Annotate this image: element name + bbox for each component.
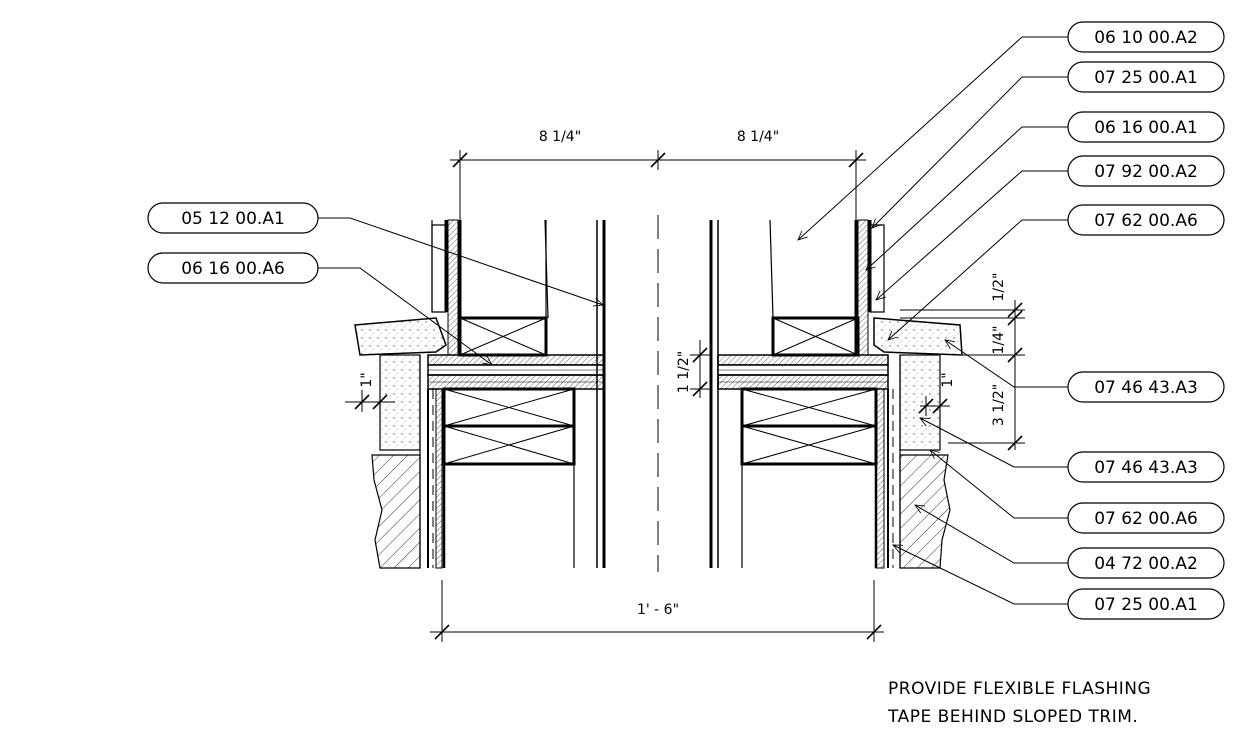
keynote-tag-text: 07 25 00.A1 — [1094, 68, 1198, 88]
keynote-tag: 07 46 43.A3 — [1067, 451, 1225, 483]
keynote-tag-text: 07 46 43.A3 — [1094, 378, 1198, 398]
keynote-tag-text: 07 62 00.A6 — [1094, 509, 1198, 529]
left-assembly — [354, 219, 606, 569]
leader-lines — [318, 36, 1068, 605]
right-assembly — [709, 219, 963, 569]
keynote-tag: 07 62 00.A6 — [1067, 502, 1225, 534]
keynote-tag-text: 06 10 00.A2 — [1094, 28, 1198, 48]
keynote-tag: 06 16 00.A1 — [1067, 111, 1225, 143]
dimension-lines — [345, 150, 1025, 642]
dim-right-mid: 1/4" — [991, 326, 1007, 355]
dimension-labels: 8 1/4" 8 1/4" 1' - 6" 1 1/2" 1" 1" 1/2" … — [359, 129, 1007, 618]
dim-right-top: 1/2" — [991, 273, 1007, 302]
keynote-tag-text: 06 16 00.A6 — [181, 259, 285, 279]
keynote-tag-text: 04 72 00.A2 — [1094, 554, 1198, 574]
dim-left-horizontal: 1" — [359, 372, 375, 387]
note-line-1: PROVIDE FLEXIBLE FLASHING — [888, 679, 1151, 699]
dim-center-vertical: 1 1/2" — [676, 351, 692, 393]
keynote-tag-text: 07 46 43.A3 — [1094, 458, 1198, 478]
dim-top-right: 8 1/4" — [737, 129, 779, 145]
keynote-tags-left: 05 12 00.A1 06 16 00.A6 — [147, 202, 319, 284]
dim-right-horizontal: 1" — [940, 372, 956, 387]
keynote-tag: 07 62 00.A6 — [1067, 204, 1225, 236]
keynote-tag: 06 16 00.A6 — [147, 252, 319, 284]
keynote-tag: 05 12 00.A1 — [147, 202, 319, 234]
keynote-tag-text: 07 92 00.A2 — [1094, 162, 1198, 182]
general-note: PROVIDE FLEXIBLE FLASHING TAPE BEHIND SL… — [887, 679, 1151, 727]
dim-overall: 1' - 6" — [637, 602, 679, 618]
keynote-tag: 04 72 00.A2 — [1067, 547, 1225, 579]
keynote-tag-text: 07 25 00.A1 — [1094, 595, 1198, 615]
keynote-tag-text: 07 62 00.A6 — [1094, 211, 1198, 231]
keynote-tag: 07 25 00.A1 — [1067, 588, 1225, 620]
note-line-2: TAPE BEHIND SLOPED TRIM. — [887, 707, 1138, 727]
keynote-tag-text: 05 12 00.A1 — [181, 209, 285, 229]
dim-right-bottom: 3 1/2" — [991, 384, 1007, 426]
keynote-tag: 07 25 00.A1 — [1067, 61, 1225, 93]
keynote-tags-right: 06 10 00.A2 07 25 00.A1 06 16 00.A1 07 9… — [1067, 21, 1225, 620]
keynote-tag: 06 10 00.A2 — [1067, 21, 1225, 53]
keynote-tag: 07 46 43.A3 — [1067, 371, 1225, 403]
keynote-tag-text: 06 16 00.A1 — [1094, 118, 1198, 138]
dim-top-left: 8 1/4" — [539, 129, 581, 145]
keynote-tag: 07 92 00.A2 — [1067, 155, 1225, 187]
